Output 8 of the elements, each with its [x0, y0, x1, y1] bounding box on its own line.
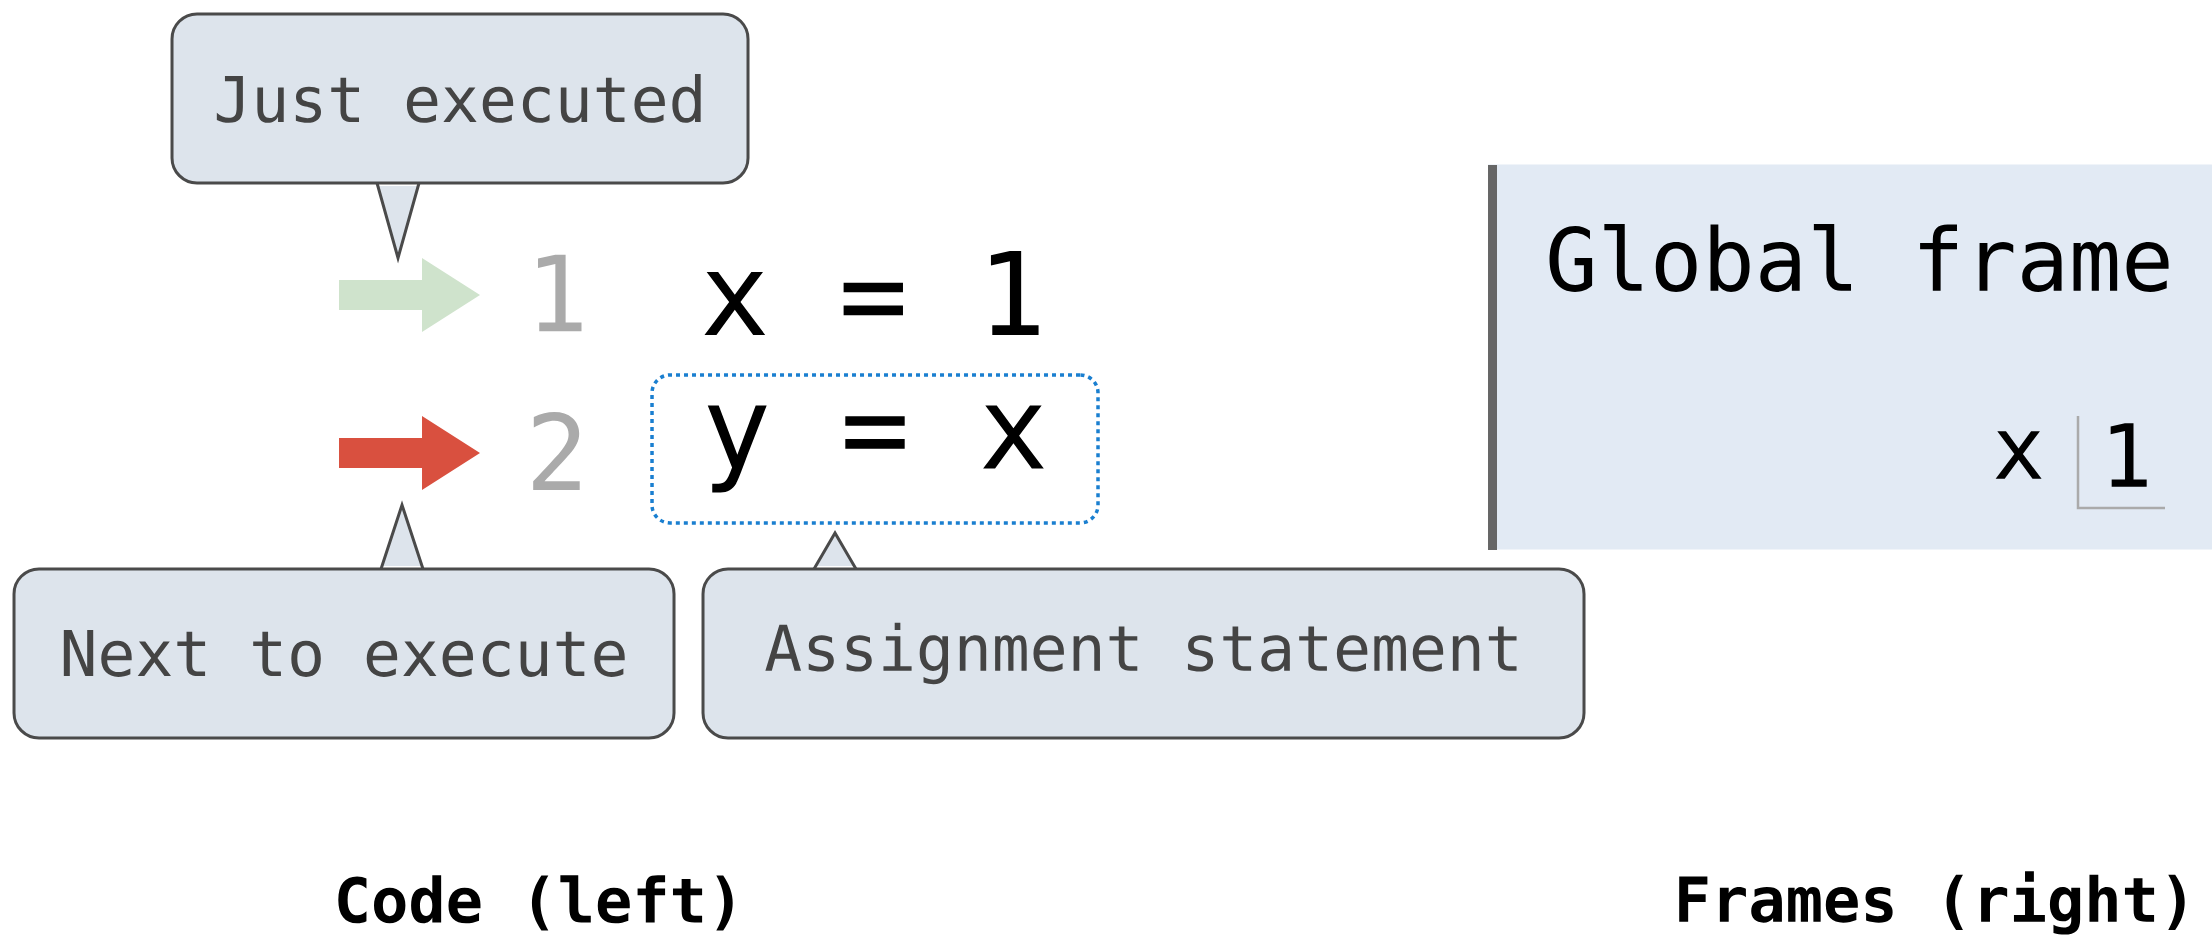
panel-caption: Frames (right) [1679, 871, 2185, 935]
callout: Next to execute [12, 500, 676, 740]
panel-caption: Code (left) [338, 875, 733, 931]
value-box: 1 [2076, 416, 2165, 510]
callout: Assignment statement [701, 530, 1586, 740]
line-number: 2 [533, 412, 580, 490]
highlight-box: y = x [650, 373, 1100, 525]
variable-name: x [1995, 431, 2042, 479]
